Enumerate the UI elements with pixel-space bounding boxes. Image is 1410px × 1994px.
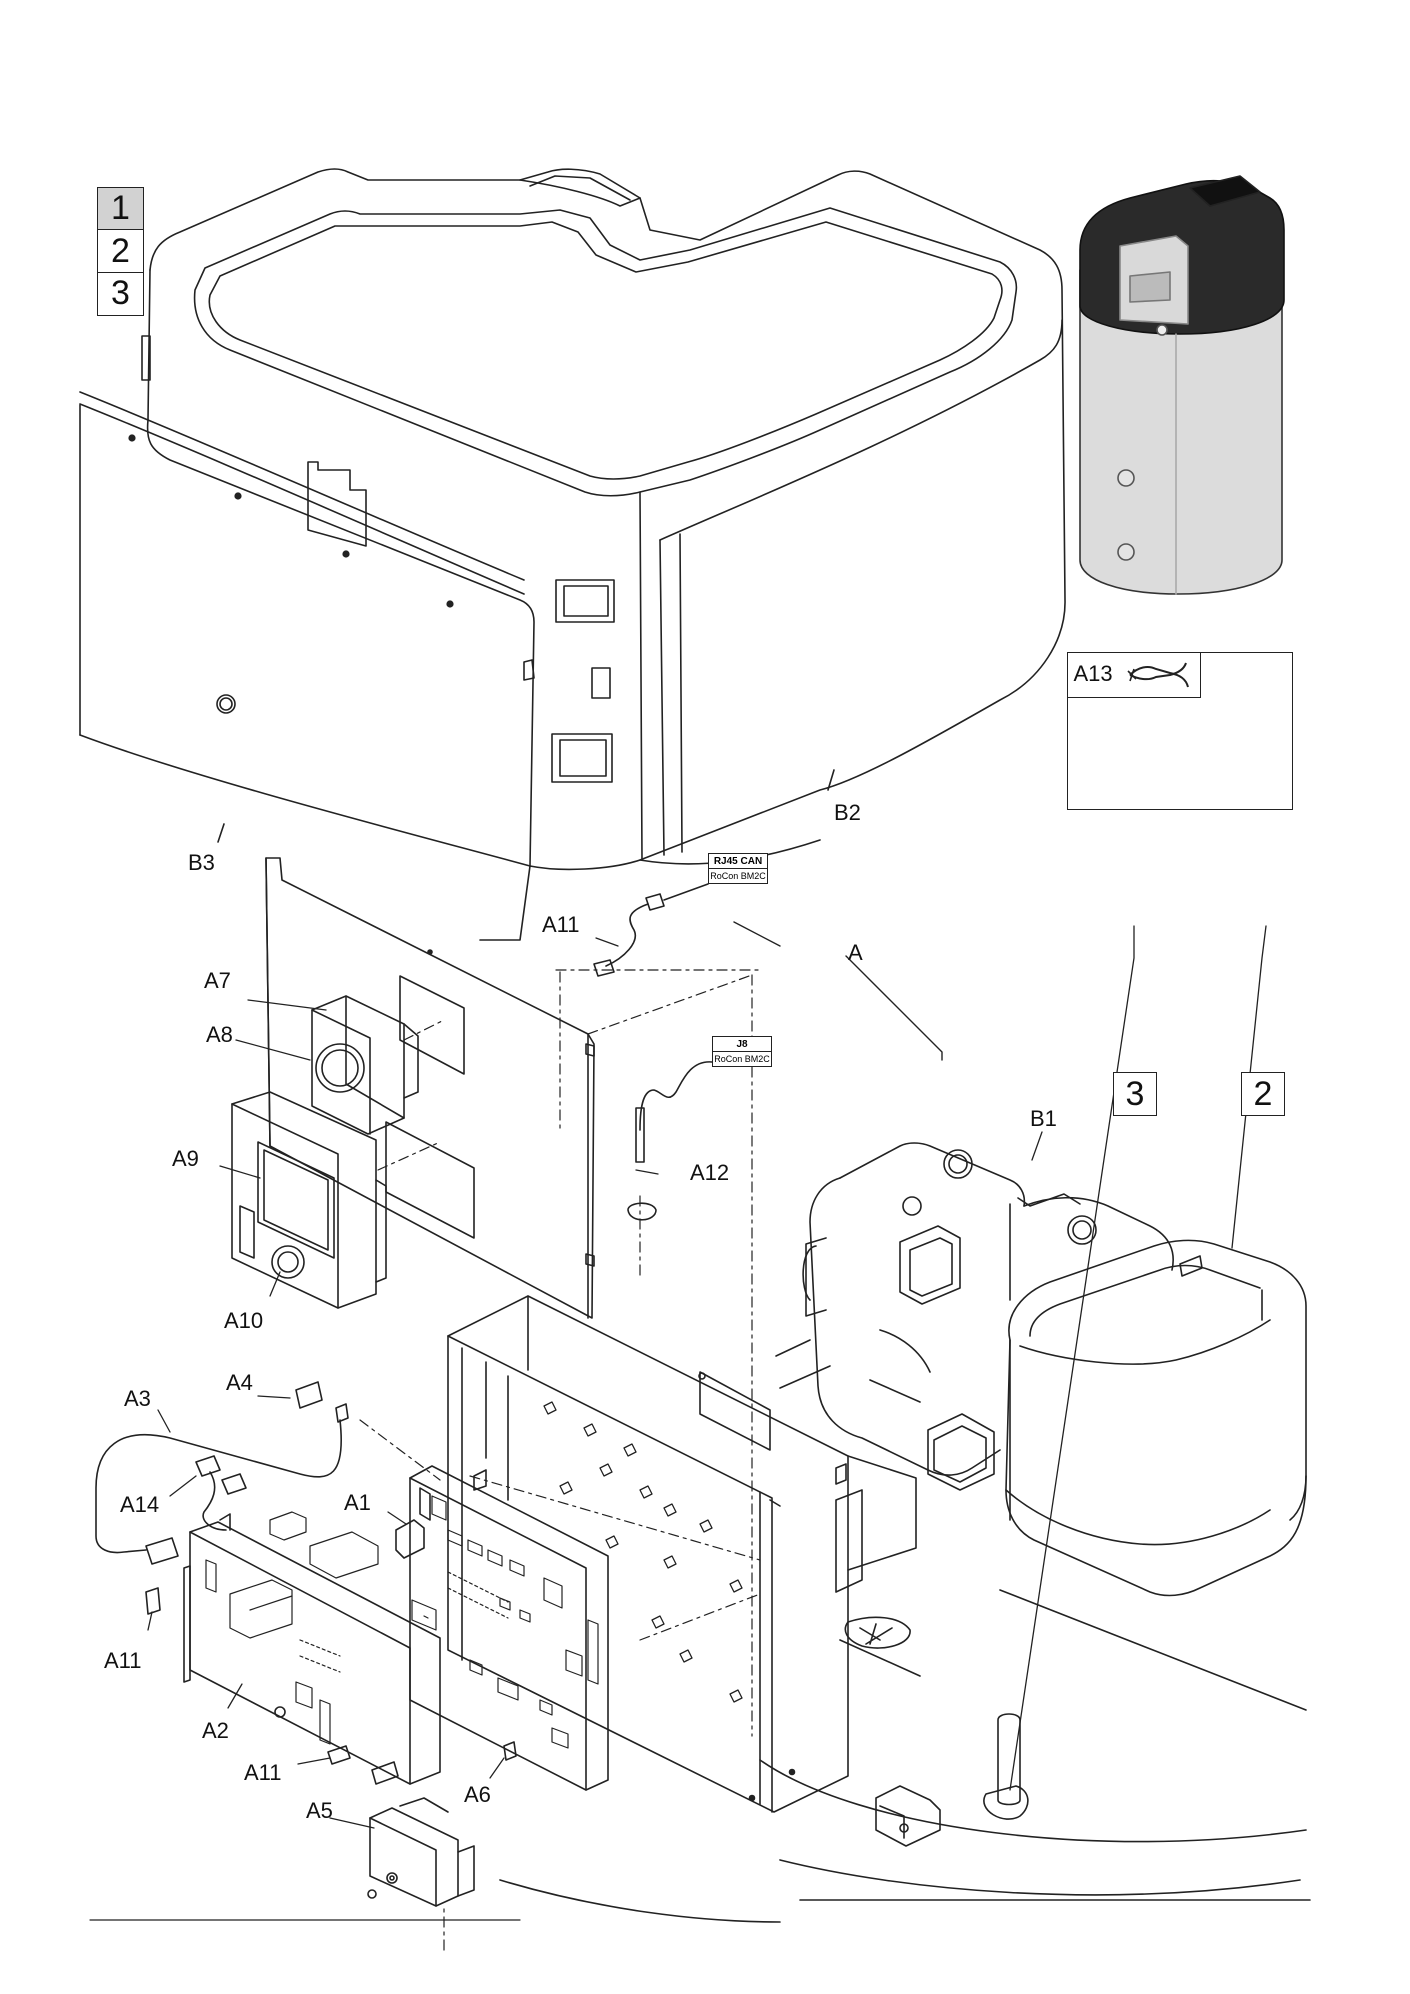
label-a8: A8 xyxy=(206,1022,233,1047)
label-a: A xyxy=(848,940,863,965)
rj45-can-tag: RJ45 CAN RoCon BM2C xyxy=(708,853,768,884)
label-a3: A3 xyxy=(124,1386,151,1411)
kit-label: A13 xyxy=(1073,660,1113,686)
mounting-plate xyxy=(265,857,595,1319)
electronics-housing xyxy=(447,1295,917,1813)
storage-tank xyxy=(1005,1239,1307,1597)
j8-tag-title: J8 xyxy=(713,1037,771,1052)
label-a11-bottom: A11 xyxy=(244,1760,282,1785)
callout-box-2: 2 xyxy=(1241,1072,1285,1116)
tab-3[interactable]: 3 xyxy=(97,271,144,316)
label-a12: A12 xyxy=(690,1160,730,1185)
rj45-cable xyxy=(593,883,709,977)
rj45-tag-sub: RoCon BM2C xyxy=(710,871,766,881)
j8-tag-sub: RoCon BM2C xyxy=(714,1054,770,1064)
label-b1: B1 xyxy=(1030,1106,1057,1131)
secondary-pcb xyxy=(183,1511,441,1785)
controller-module xyxy=(231,1091,387,1309)
label-b2: B2 xyxy=(834,800,861,825)
display-module xyxy=(311,995,419,1135)
label-a14: A14 xyxy=(120,1492,160,1517)
rj45-tag-title: RJ45 CAN xyxy=(709,854,767,869)
label-a2: A2 xyxy=(202,1718,229,1743)
assembly-lines xyxy=(359,969,761,1951)
hydraulic-unit xyxy=(779,1142,1174,1491)
label-a10: A10 xyxy=(224,1308,264,1333)
tab-2[interactable]: 2 xyxy=(97,229,144,273)
label-a11-top: A11 xyxy=(542,912,580,937)
main-pcb xyxy=(395,1465,609,1791)
j8-tag: J8 RoCon BM2C xyxy=(712,1036,772,1067)
cable-a3 xyxy=(95,1419,342,1554)
accessory-kit-box: A13 xyxy=(1066,651,1293,810)
j8-cable xyxy=(627,1061,713,1221)
tab-1[interactable]: 1 xyxy=(97,186,144,231)
label-b3: B3 xyxy=(188,850,215,875)
view-tabs: 1 2 3 xyxy=(97,186,144,316)
transformer xyxy=(367,1797,475,1907)
label-a5: A5 xyxy=(306,1798,333,1823)
top-cover xyxy=(79,168,1066,941)
base-plate xyxy=(89,1339,1311,1923)
accessory-kit-header: A13 xyxy=(1066,651,1201,698)
label-a1: A1 xyxy=(344,1490,371,1515)
callout-box-3: 3 xyxy=(1113,1072,1157,1116)
label-a4: A4 xyxy=(226,1370,253,1395)
label-a11-left: A11 xyxy=(104,1648,142,1673)
label-a7: A7 xyxy=(204,968,231,993)
label-a9: A9 xyxy=(172,1146,199,1171)
pliers-icon xyxy=(1126,662,1189,687)
product-thumbnail xyxy=(1079,175,1285,595)
label-a6: A6 xyxy=(464,1782,491,1807)
